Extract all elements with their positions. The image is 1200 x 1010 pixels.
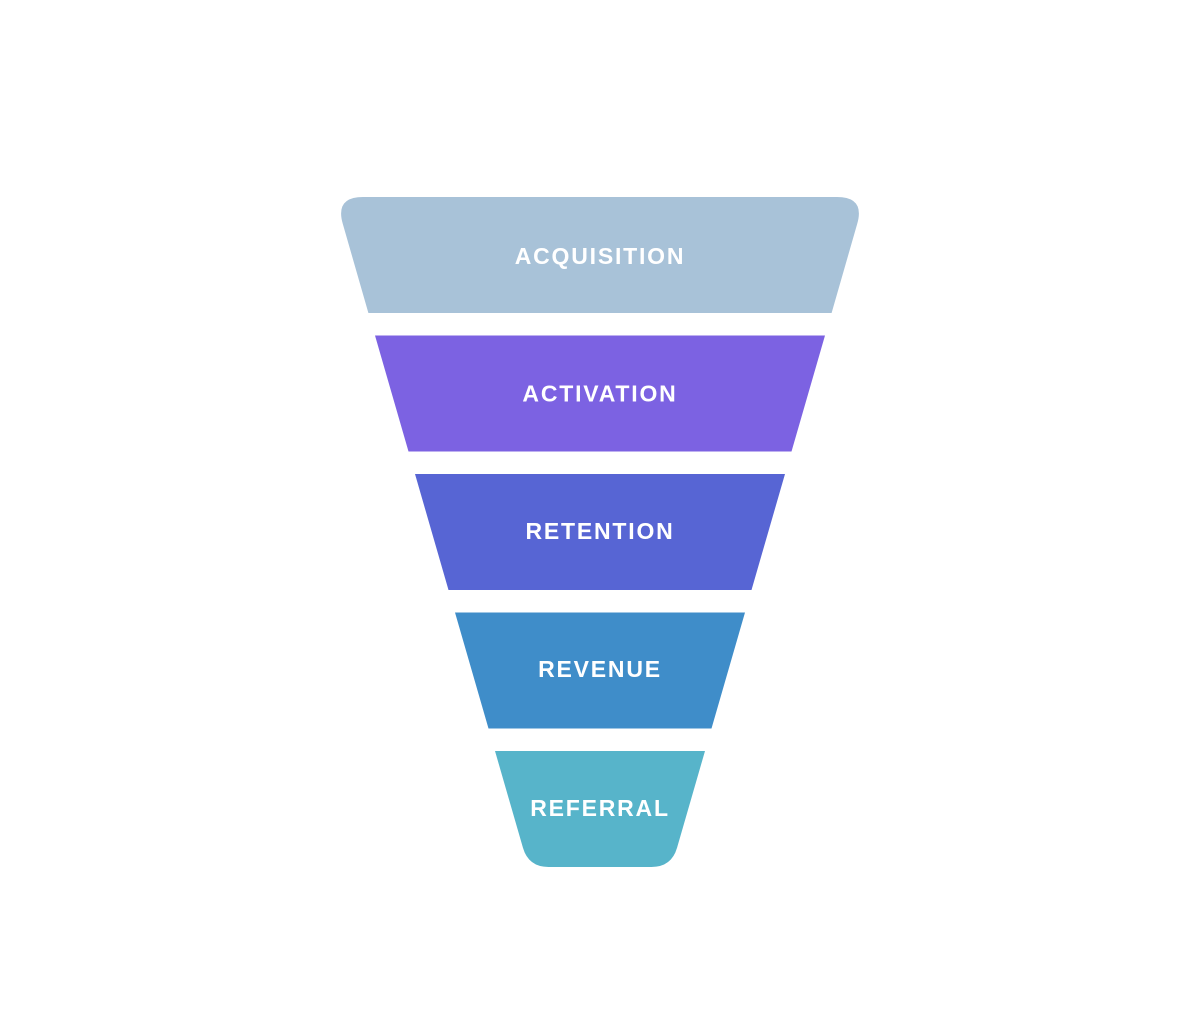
funnel-stage-revenue-label: REVENUE [538, 656, 662, 682]
funnel-stage-acquisition-shape [341, 197, 859, 313]
funnel-stage-revenue: REVENUE [455, 612, 745, 729]
funnel-stage-referral-shape [495, 751, 705, 867]
funnel-stage-activation: ACTIVATION [375, 335, 825, 452]
funnel-stage-activation-label: ACTIVATION [522, 381, 677, 407]
funnel-stage-revenue-shape [455, 612, 745, 729]
funnel-stage-acquisition: ACQUISITION [341, 197, 859, 313]
funnel-stage-acquisition-label: ACQUISITION [515, 243, 686, 269]
funnel-stage-referral: REFERRAL [495, 751, 705, 867]
funnel-stage-retention: RETENTION [415, 474, 785, 590]
funnel-stage-activation-shape [375, 335, 825, 452]
funnel-stage-referral-label: REFERRAL [530, 795, 670, 821]
funnel-stage-retention-label: RETENTION [525, 518, 674, 544]
funnel-stage-retention-shape [415, 474, 785, 590]
